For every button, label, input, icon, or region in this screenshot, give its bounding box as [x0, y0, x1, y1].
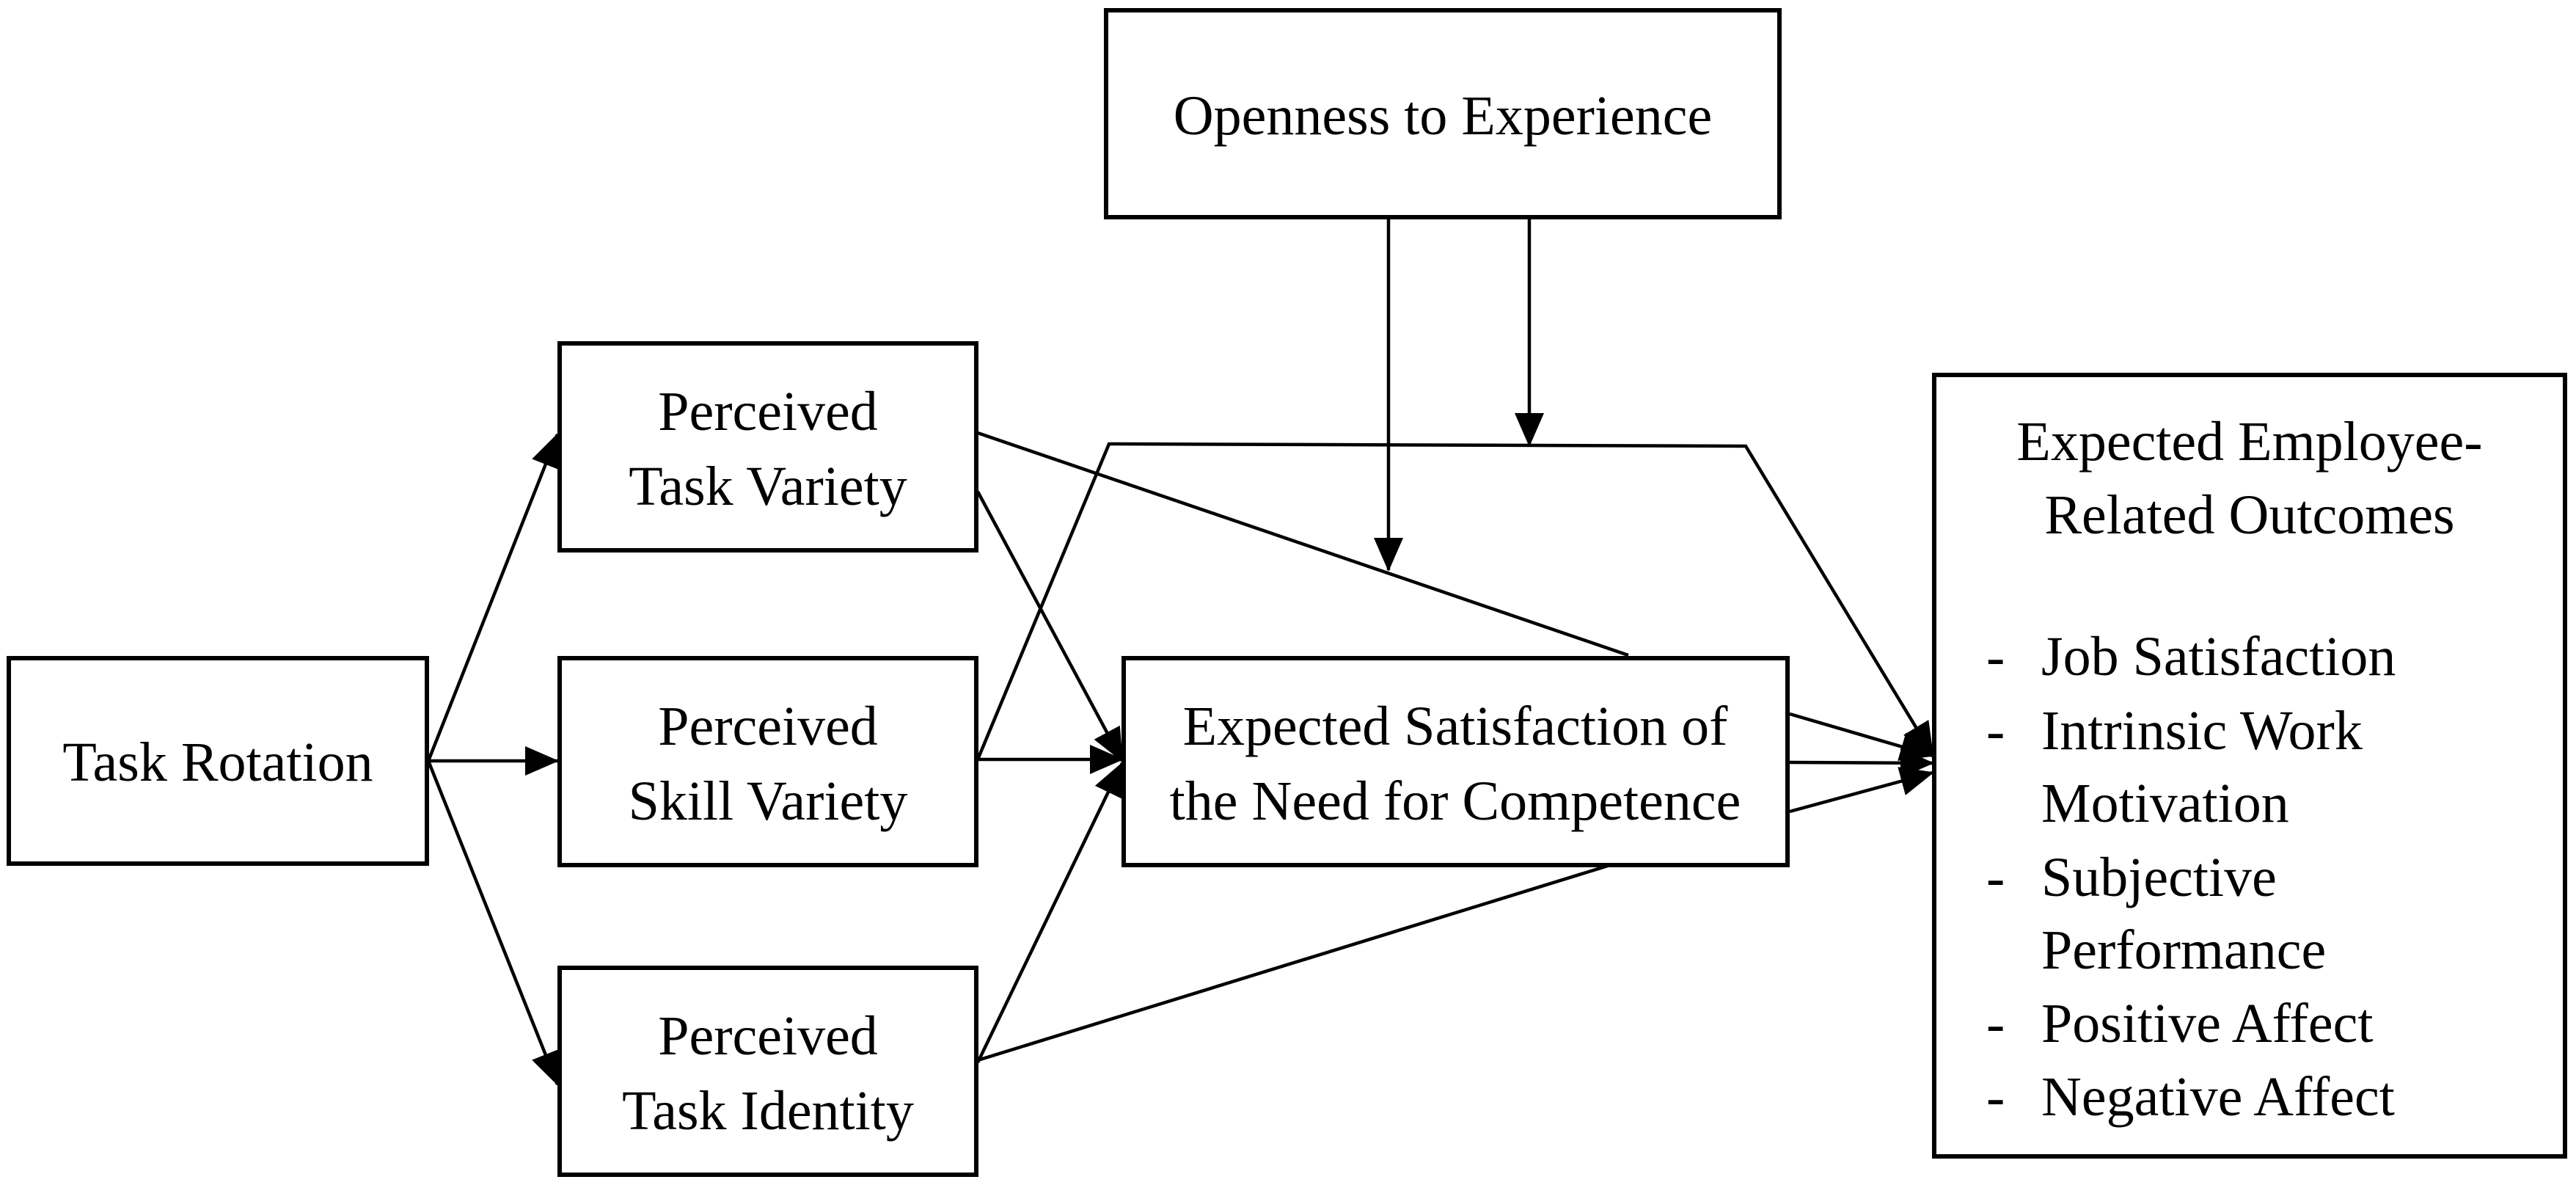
node-label-line-1: Perceived [658, 696, 878, 757]
edge-task-rotation-to-task-identity [426, 760, 560, 1086]
outcomes-title-line-1: Expected Employee- [2016, 411, 2482, 473]
bullet-dash: - [1986, 1066, 2005, 1128]
node-expected-satisfaction-competence: Expected Satisfaction of the Need for Co… [1121, 656, 1790, 867]
node-task-rotation: Task Rotation [7, 656, 429, 866]
bullet-dash: - [1986, 993, 2005, 1054]
edge-task-identity-to-outcomes [977, 864, 1609, 1062]
outcome-item-positive-affect: - Positive Affect [1986, 993, 2373, 1054]
node-perceived-skill-variety: Perceived Skill Variety [557, 656, 978, 867]
bullet-dash: - [1986, 626, 2005, 688]
outcomes-title-line-2: Related Outcomes [2044, 484, 2454, 546]
node-label-line-2: Task Variety [629, 456, 907, 517]
outcome-item-subjective-performance: - Subjective Performance [1986, 847, 2326, 981]
outcome-label-line-1: Job Satisfaction [2041, 626, 2396, 688]
node-label-line-1: Expected Satisfaction of [1183, 696, 1729, 757]
edge-competence-to-outcomes-lower [1789, 767, 1934, 814]
outcome-item-intrinsic-work-motivation: - Intrinsic Work Motivation [1986, 700, 2363, 834]
node-expected-employee-related-outcomes: Expected Employee- Related Outcomes - Jo… [1932, 373, 2567, 1159]
outcome-label-line-1: Subjective [2041, 847, 2277, 908]
node-label: Task Rotation [62, 732, 373, 793]
outcome-label-line-2: Performance [2041, 919, 2326, 981]
node-perceived-task-variety: Perceived Task Variety [557, 341, 978, 553]
outcome-item-job-satisfaction: - Job Satisfaction [1986, 626, 2396, 688]
edge-skill-variety-to-outcomes [976, 442, 1934, 760]
node-label-line-2: Skill Variety [629, 770, 908, 832]
node-label-line-2: the Need for Competence [1170, 770, 1741, 832]
outcome-label-line-1: Positive Affect [2041, 993, 2373, 1054]
outcome-label-line-1: Intrinsic Work [2041, 700, 2363, 762]
bullet-dash: - [1986, 700, 2005, 762]
edge-task-identity-to-competence [976, 762, 1124, 1063]
node-label: Openness to Experience [1174, 85, 1712, 147]
node-label-line-1: Perceived [658, 381, 878, 442]
bullet-dash: - [1986, 847, 2005, 908]
edge-task-variety-to-competence [976, 490, 1124, 762]
outcome-label-line-2: Motivation [2041, 773, 2289, 834]
node-label-line-1: Perceived [658, 1005, 878, 1067]
edge-task-variety-to-outcomes [977, 431, 1629, 657]
node-openness-to-experience: Openness to Experience [1104, 8, 1782, 219]
outcome-item-negative-affect: - Negative Affect [1986, 1066, 2395, 1128]
node-perceived-task-identity: Perceived Task Identity [557, 966, 978, 1177]
edge-competence-to-outcomes-middle [1789, 748, 1934, 778]
node-label-line-2: Task Identity [622, 1080, 914, 1142]
edge-task-rotation-to-task-variety [426, 433, 560, 762]
outcome-label-line-1: Negative Affect [2041, 1066, 2395, 1128]
